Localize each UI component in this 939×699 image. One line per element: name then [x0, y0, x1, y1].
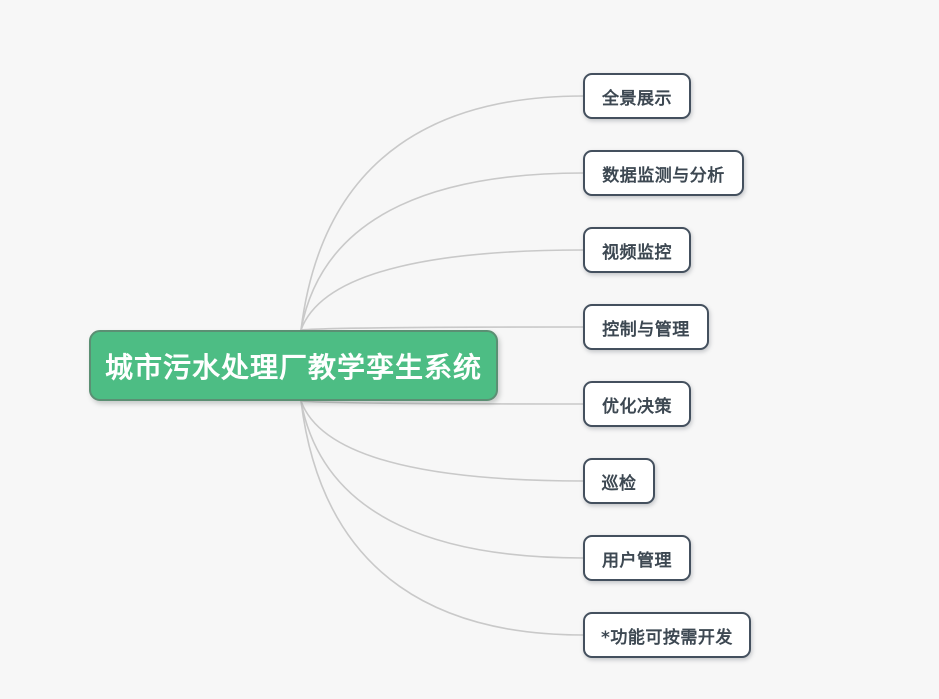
connector-6 [300, 400, 584, 482]
branch-node-5[interactable]: 优化决策 [583, 381, 691, 427]
connector-8 [300, 400, 584, 636]
branch-node-3[interactable]: 视频监控 [583, 227, 691, 273]
branch-node-label: 控制与管理 [602, 319, 690, 340]
branch-node-label: 优化决策 [602, 396, 672, 417]
branch-node-8[interactable]: *功能可按需开发 [583, 612, 751, 658]
branch-node-label: *功能可按需开发 [601, 627, 733, 648]
branch-node-2[interactable]: 数据监测与分析 [583, 150, 744, 196]
branch-node-label: 用户管理 [602, 550, 672, 571]
connector-3 [300, 249, 584, 331]
branch-node-label: 全景展示 [602, 88, 672, 109]
branch-node-4[interactable]: 控制与管理 [583, 304, 709, 350]
branch-node-label: 巡检 [601, 473, 637, 494]
root-node-label: 城市污水处理厂教学孪生系统 [104, 350, 482, 384]
branch-node-label: 数据监测与分析 [602, 165, 725, 186]
connector-5 [300, 400, 584, 405]
branch-node-label: 视频监控 [602, 242, 672, 263]
connector-7 [300, 400, 584, 559]
connector-1 [300, 95, 584, 331]
connector-2 [300, 172, 584, 331]
branch-node-7[interactable]: 用户管理 [583, 535, 691, 581]
branch-node-6[interactable]: 巡检 [583, 458, 655, 504]
branch-node-1[interactable]: 全景展示 [583, 73, 691, 119]
root-node[interactable]: 城市污水处理厂教学孪生系统 [89, 330, 498, 401]
